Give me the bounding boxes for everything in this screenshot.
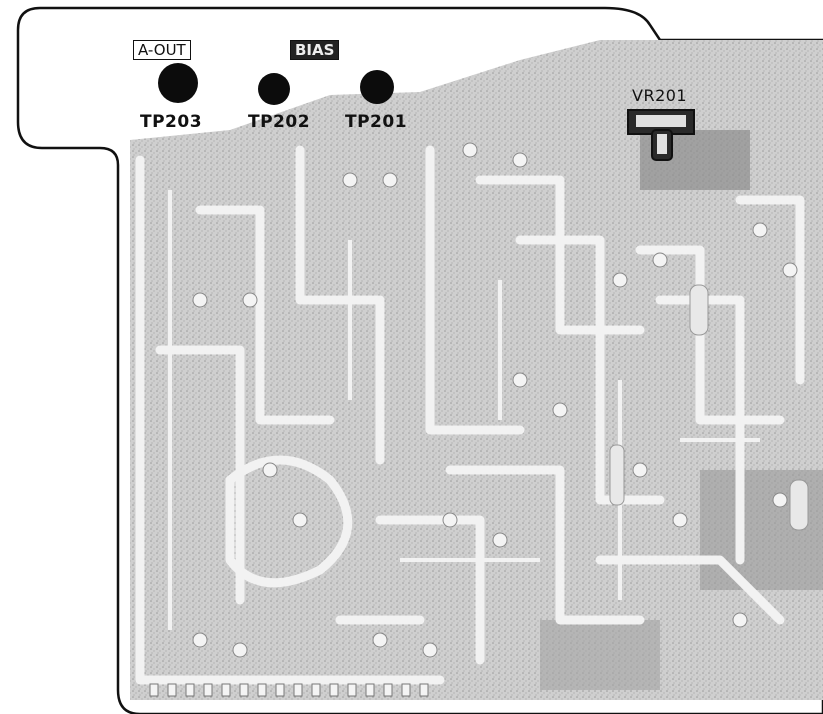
tp201-label: TP201 [345, 112, 408, 132]
a-out-label: A-OUT [133, 40, 191, 60]
bias-label: BIAS [290, 40, 340, 60]
tp202-test-point[interactable] [258, 73, 290, 105]
tp202-label: TP202 [248, 112, 311, 132]
vr201-label: VR201 [632, 86, 688, 105]
copper-area [130, 40, 823, 700]
tp203-test-point[interactable] [158, 63, 198, 103]
tp203-label: TP203 [140, 112, 203, 132]
vr201-footprint [627, 109, 695, 161]
tp201-test-point[interactable] [360, 70, 394, 104]
